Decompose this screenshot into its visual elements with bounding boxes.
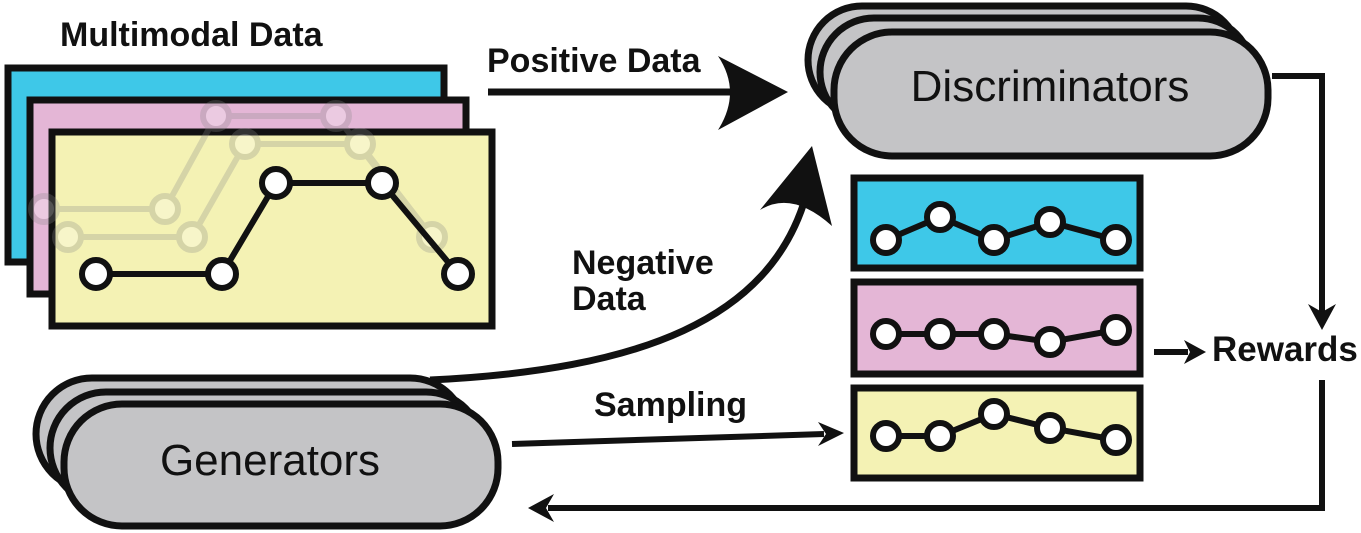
rewards-feedback-arrow <box>528 380 1325 522</box>
negative-data-label: Negative Data <box>572 244 714 318</box>
sampling-arrow <box>511 422 844 447</box>
generators-label: Generators <box>159 436 381 485</box>
discriminators-stack <box>804 2 1272 160</box>
graph-node <box>441 257 475 291</box>
negative-data-label-line2: Data <box>572 279 646 318</box>
graph-node <box>205 257 239 291</box>
rewards-label: Rewards <box>1212 330 1358 369</box>
discriminators-label: Discriminators <box>910 62 1190 111</box>
multimodal-data-stack <box>4 64 496 330</box>
multimodal-data-label: Multimodal Data <box>60 16 323 54</box>
sample-card-cyan <box>850 174 1144 272</box>
main-data-graph <box>79 166 475 291</box>
generator-pill-front <box>60 400 502 530</box>
sampling-label: Sampling <box>594 386 748 424</box>
graph-node <box>259 166 293 200</box>
discriminator-pill-front <box>830 28 1272 160</box>
negative-data-arrow <box>429 146 832 384</box>
samples-to-rewards-arrow <box>1154 340 1206 364</box>
discriminator-to-rewards-arrow <box>1272 73 1336 330</box>
sample-card-pink <box>850 278 1144 378</box>
sample-card-yellow <box>850 384 1144 482</box>
negative-data-label-line1: Negative <box>572 244 714 282</box>
graph-node <box>79 257 113 291</box>
generators-stack <box>32 374 502 530</box>
positive-data-label: Positive Data <box>487 42 701 80</box>
positive-data-arrow <box>488 56 788 130</box>
graph-node <box>365 166 399 200</box>
